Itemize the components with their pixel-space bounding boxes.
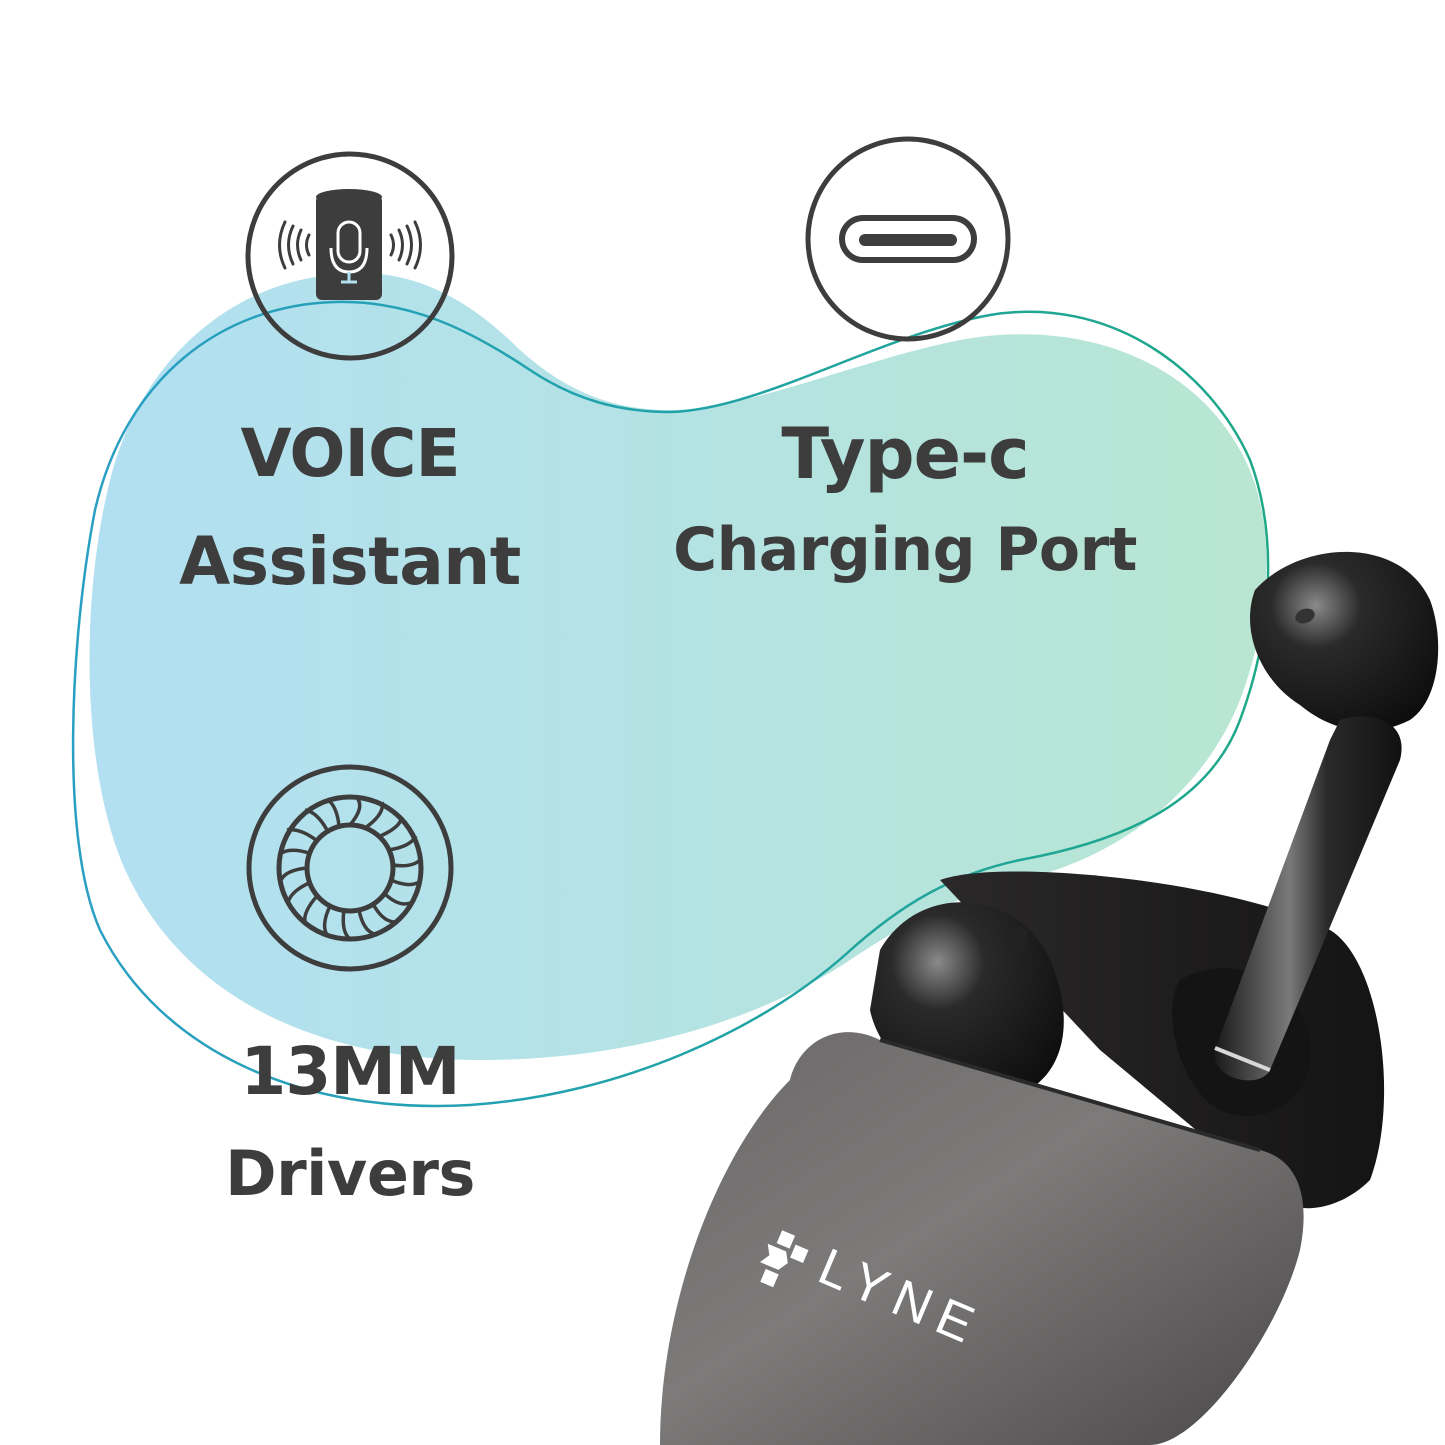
voice-title: VOICE [240, 415, 460, 492]
voice-subtitle: Assistant [179, 523, 521, 600]
blob-outline [71, 300, 1270, 1108]
drivers-title: 13MM [240, 1033, 460, 1110]
typec-title: Type-c [781, 413, 1029, 495]
drivers-subtitle: Drivers [225, 1137, 475, 1210]
blob-fill [89, 272, 1267, 1060]
lyne-logo-icon [759, 1230, 809, 1288]
speaker-driver-icon [246, 764, 454, 972]
usb-type-c-port-icon [805, 136, 1011, 342]
typec-subtitle: Charging Port [673, 515, 1137, 585]
voice-assistant-speaker-mic-icon [245, 151, 455, 361]
